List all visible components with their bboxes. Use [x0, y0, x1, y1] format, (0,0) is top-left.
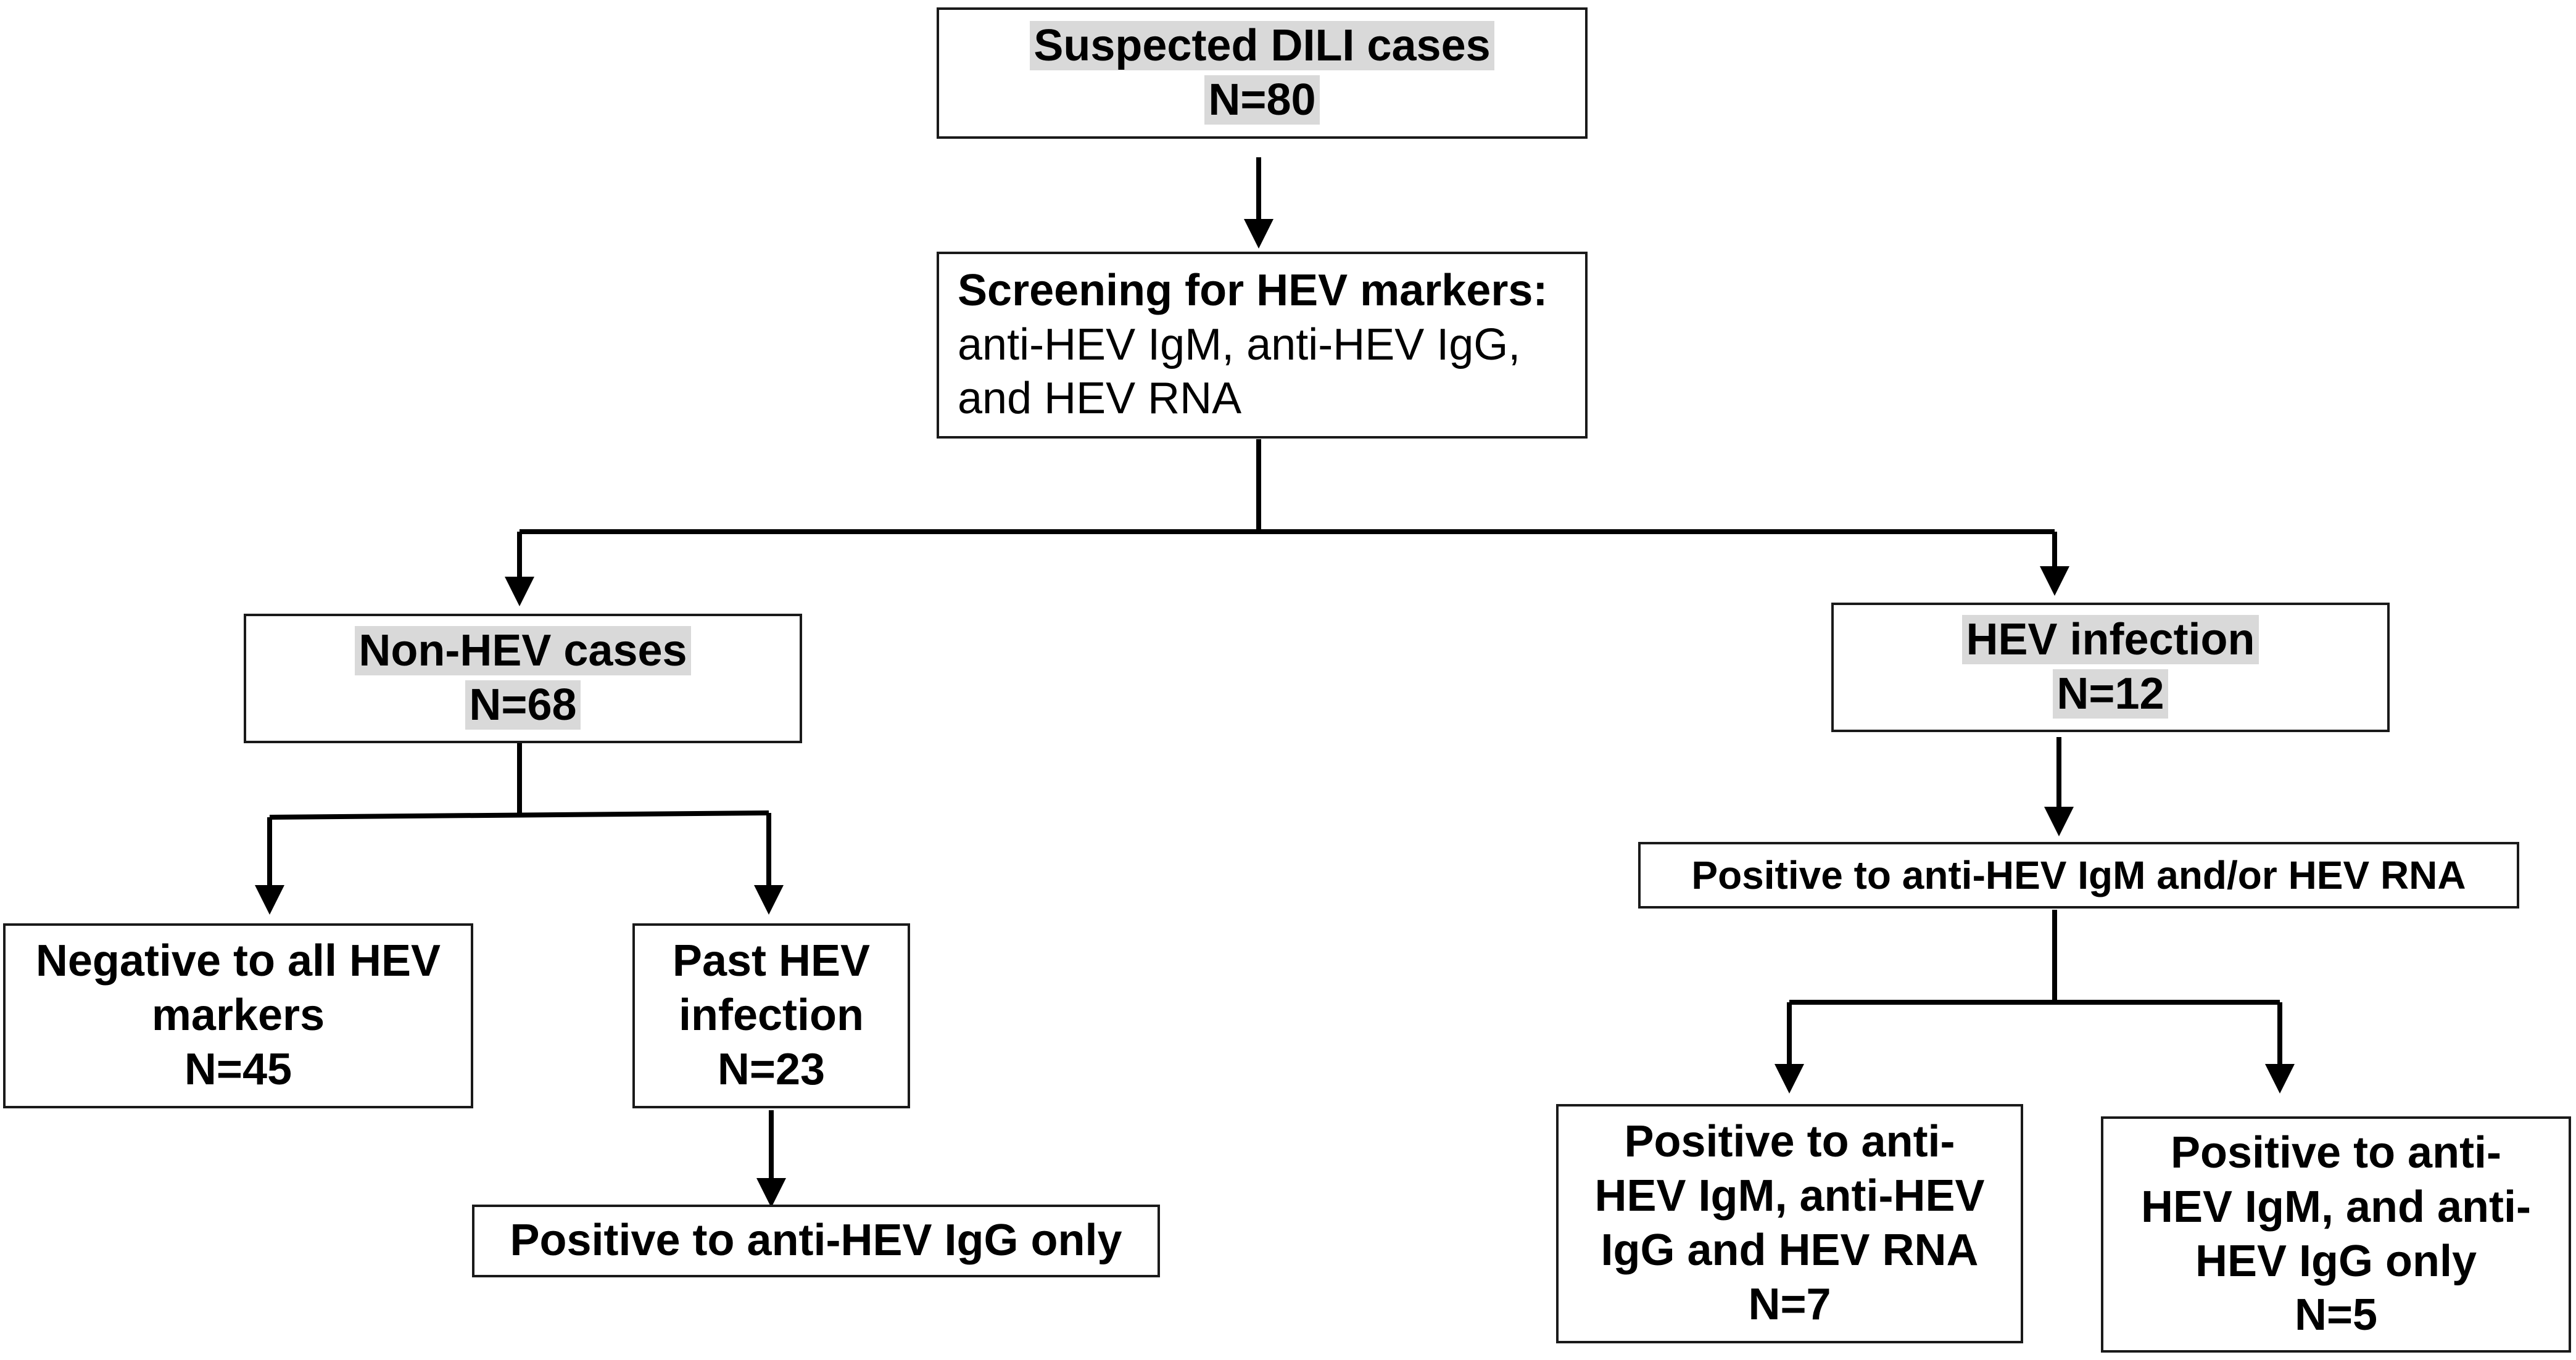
non-hev-title: Non-HEV cases	[355, 626, 691, 676]
suspected-count: N=80	[1204, 75, 1320, 125]
negative-all-line-2: markers	[151, 991, 325, 1041]
igm-igg-only-line-3: HEV IgG only	[2195, 1236, 2477, 1286]
all-three-line-3: IgG and HEV RNA	[1601, 1226, 1979, 1275]
non-hev-box: Non-HEV cases N=68	[244, 614, 802, 743]
negative-all-line-1: Negative to all HEV	[35, 936, 441, 986]
hev-infection-box: HEV infection N=12	[1831, 603, 2390, 732]
connector-non-hev-horizontal	[269, 810, 769, 820]
igg-only-box: Positive to anti-HEV IgG only	[472, 1205, 1160, 1277]
igm-igg-only-line-2: HEV IgM, and anti-	[2140, 1182, 2531, 1232]
screening-box: Screening for HEV markers: anti-HEV IgM,…	[937, 252, 1588, 439]
past-hev-box: Past HEV infection N=23	[632, 923, 910, 1108]
all-three-count: N=7	[1748, 1279, 1831, 1329]
suspected-dili-box: Suspected DILI cases N=80	[937, 7, 1588, 139]
igm-or-rna-box: Positive to anti-HEV IgM and/or HEV RNA	[1638, 842, 2519, 909]
all-three-box: Positive to anti- HEV IgM, anti-HEV IgG …	[1556, 1104, 2023, 1343]
igm-or-rna-label: Positive to anti-HEV IgM and/or HEV RNA	[1691, 852, 2466, 897]
igg-only-label: Positive to anti-HEV IgG only	[510, 1216, 1122, 1266]
all-three-line-2: HEV IgM, anti-HEV	[1594, 1171, 1985, 1221]
non-hev-count: N=68	[465, 680, 581, 730]
hev-infection-count: N=12	[2053, 669, 2168, 719]
negative-all-count: N=45	[184, 1044, 292, 1094]
igm-igg-only-count: N=5	[2294, 1290, 2378, 1340]
hev-infection-title: HEV infection	[1962, 615, 2259, 665]
screening-line-1: anti-HEV IgM, anti-HEV IgG,	[958, 319, 1521, 369]
all-three-line-1: Positive to anti-	[1624, 1117, 1955, 1167]
igm-igg-only-box: Positive to anti- HEV IgM, and anti- HEV…	[2101, 1116, 2571, 1353]
screening-title: Screening for HEV markers:	[958, 265, 1548, 315]
past-hev-line-2: infection	[679, 991, 864, 1041]
screening-line-2: and HEV RNA	[958, 374, 1242, 424]
suspected-title: Suspected DILI cases	[1030, 20, 1494, 70]
past-hev-line-1: Past HEV	[672, 936, 871, 986]
past-hev-count: N=23	[717, 1044, 826, 1094]
negative-all-box: Negative to all HEV markers N=45	[3, 923, 473, 1108]
igm-igg-only-line-1: Positive to anti-	[2170, 1127, 2502, 1177]
